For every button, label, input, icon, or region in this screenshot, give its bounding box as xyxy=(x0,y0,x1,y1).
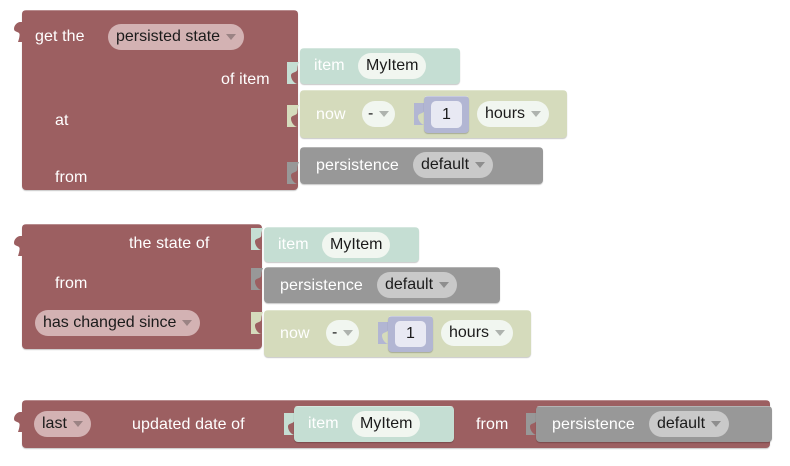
item-block-3[interactable]: item MyItem xyxy=(294,406,454,442)
item-block-1[interactable]: item MyItem xyxy=(300,48,460,84)
offset-operator-value: - xyxy=(332,324,338,341)
persistence-service-label: persistence xyxy=(280,277,363,294)
item-name-value: MyItem xyxy=(366,57,419,74)
number-block-1[interactable]: 1 xyxy=(424,96,469,133)
chevron-down-icon xyxy=(711,421,722,427)
output-plug-icon xyxy=(12,236,23,256)
state-changed-since-block[interactable]: the state of from has changed since xyxy=(14,224,263,349)
offset-unit-dropdown[interactable]: hours xyxy=(477,101,550,127)
persistence-service-dropdown[interactable]: default xyxy=(377,272,458,298)
chevron-down-icon xyxy=(531,111,542,117)
chevron-down-icon xyxy=(439,282,450,288)
input-socket-since xyxy=(251,312,263,334)
row-label-the-state-of: the state of xyxy=(129,235,210,252)
item-name-field[interactable]: MyItem xyxy=(352,411,421,437)
row-label-from-2: from xyxy=(55,275,88,292)
item-block-2[interactable]: item MyItem xyxy=(264,227,419,262)
chevron-down-icon xyxy=(495,330,506,336)
item-block-label: item xyxy=(308,415,339,432)
chevron-down-icon xyxy=(72,421,83,427)
item-block-label: item xyxy=(278,236,309,253)
output-plug-icon xyxy=(12,22,23,42)
state-type-dropdown[interactable]: persisted state xyxy=(108,24,245,50)
persistence-service-block-3[interactable]: persistence default xyxy=(536,406,772,442)
offset-amount-value: 1 xyxy=(442,105,451,123)
chevron-down-icon xyxy=(182,320,193,326)
row-label-at: at xyxy=(55,112,69,129)
row-label-from-3: from xyxy=(476,416,509,433)
offset-unit-dropdown[interactable]: hours xyxy=(441,320,514,346)
persistence-service-label: persistence xyxy=(552,416,635,433)
chevron-down-icon xyxy=(379,111,390,117)
offset-amount-value: 1 xyxy=(406,325,415,342)
item-block-label: item xyxy=(314,57,345,74)
offset-unit-value: hours xyxy=(449,324,490,341)
item-name-value: MyItem xyxy=(330,236,383,253)
item-name-value: MyItem xyxy=(360,415,413,432)
item-name-field[interactable]: MyItem xyxy=(358,53,427,79)
datetime-block-label: now xyxy=(316,106,346,123)
persistence-service-value: default xyxy=(385,276,434,293)
chevron-down-icon xyxy=(343,330,354,336)
output-plug-icon xyxy=(12,412,23,432)
persistence-service-block-2[interactable]: persistence default xyxy=(264,267,500,303)
offset-operator-dropdown[interactable]: - xyxy=(326,320,360,346)
update-kind-dropdown[interactable]: last xyxy=(34,411,91,437)
input-socket-from-2 xyxy=(251,268,263,290)
change-condition-value: has changed since xyxy=(43,314,177,331)
input-socket-at xyxy=(287,105,299,127)
update-kind-value: last xyxy=(42,415,67,432)
row-label-of-item: of item xyxy=(221,71,270,88)
change-condition-dropdown[interactable]: has changed since xyxy=(35,310,201,336)
persistence-service-label: persistence xyxy=(316,157,399,174)
datetime-block-2[interactable]: now - 1 hours xyxy=(264,310,531,357)
persistence-service-block-1[interactable]: persistence default xyxy=(300,147,543,184)
chevron-down-icon xyxy=(226,34,237,40)
offset-unit-value: hours xyxy=(485,105,526,122)
input-socket-the-state-of xyxy=(251,228,263,250)
offset-amount-field[interactable]: 1 xyxy=(395,321,426,347)
input-socket-of-item xyxy=(287,62,299,84)
row-label-get-the: get the xyxy=(35,28,85,45)
offset-operator-value: - xyxy=(368,105,374,122)
state-type-value: persisted state xyxy=(116,28,221,45)
get-persisted-state-block[interactable]: get the persisted state of item at from xyxy=(14,10,299,190)
row-label-from: from xyxy=(55,169,88,186)
datetime-block-1[interactable]: now - 1 hours xyxy=(300,90,567,138)
persistence-service-value: default xyxy=(421,156,470,173)
persistence-service-value: default xyxy=(657,415,706,432)
datetime-block-label: now xyxy=(280,325,310,342)
last-updated-date-block[interactable]: last updated date of item MyItem from p xyxy=(14,400,772,448)
row-label-updated-date-of: updated date of xyxy=(132,416,245,433)
offset-amount-field[interactable]: 1 xyxy=(431,101,462,128)
item-name-field[interactable]: MyItem xyxy=(322,232,391,258)
persistence-service-dropdown[interactable]: default xyxy=(649,411,730,437)
offset-operator-dropdown[interactable]: - xyxy=(362,101,396,127)
persistence-service-dropdown[interactable]: default xyxy=(413,152,494,178)
input-socket-from xyxy=(287,162,299,184)
number-block-2[interactable]: 1 xyxy=(388,316,433,352)
chevron-down-icon xyxy=(475,162,486,168)
